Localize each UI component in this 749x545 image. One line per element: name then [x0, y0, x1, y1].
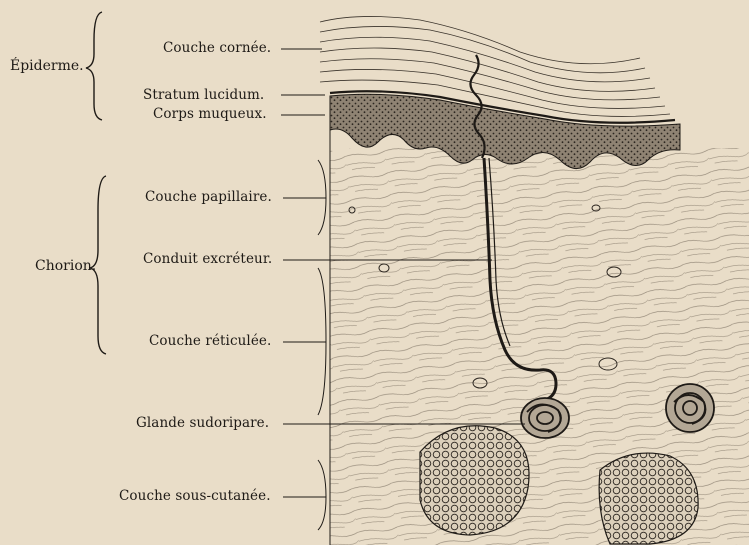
label-epiderme: Épiderme. — [10, 58, 84, 74]
layer-braces — [318, 160, 326, 530]
label-couche-cornee: Couche cornée. — [163, 40, 271, 56]
label-stratum-lucidum: Stratum lucidum. — [143, 87, 264, 103]
epiderme-brace — [86, 12, 102, 120]
label-conduit-excreteur: Conduit excréteur. — [143, 251, 272, 267]
glande-sudoripare-2 — [666, 384, 714, 432]
label-couche-papillaire: Couche papillaire. — [145, 189, 272, 205]
label-couche-sous-cutanee: Couche sous-cutanée. — [119, 488, 271, 504]
label-couche-reticulee: Couche réticulée. — [149, 333, 271, 349]
label-chorion: Chorion. — [35, 258, 96, 274]
glande-sudoripare — [521, 398, 569, 438]
group-braces — [86, 12, 106, 354]
label-corps-muqueux: Corps muqueux. — [153, 106, 267, 122]
label-glande-sudoripare: Glande sudoripare. — [136, 415, 269, 431]
